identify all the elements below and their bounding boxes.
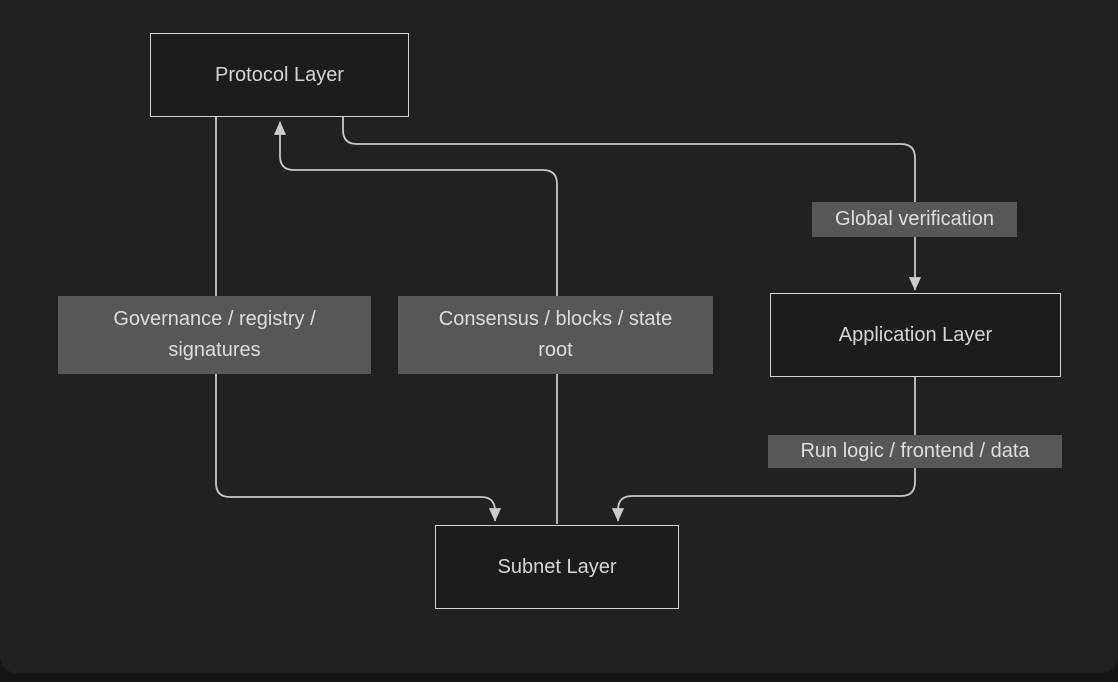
edge-subnet-to-protocol [273,121,558,524]
node-protocol-layer: Protocol Layer [150,33,409,117]
edge-protocol-to-application [342,117,922,291]
edge-label-global-verification: Global verification [812,202,1017,237]
node-application-layer: Application Layer [770,293,1061,377]
edge-application-to-subnet [611,377,916,522]
edge-protocol-to-subnet [215,117,502,522]
edge-label-governance: Governance / registry / signatures [58,296,371,374]
edge-label-run-logic: Run logic / frontend / data [768,435,1062,468]
node-subnet-layer: Subnet Layer [435,525,679,609]
edge-label-consensus: Consensus / blocks / state root [398,296,713,374]
